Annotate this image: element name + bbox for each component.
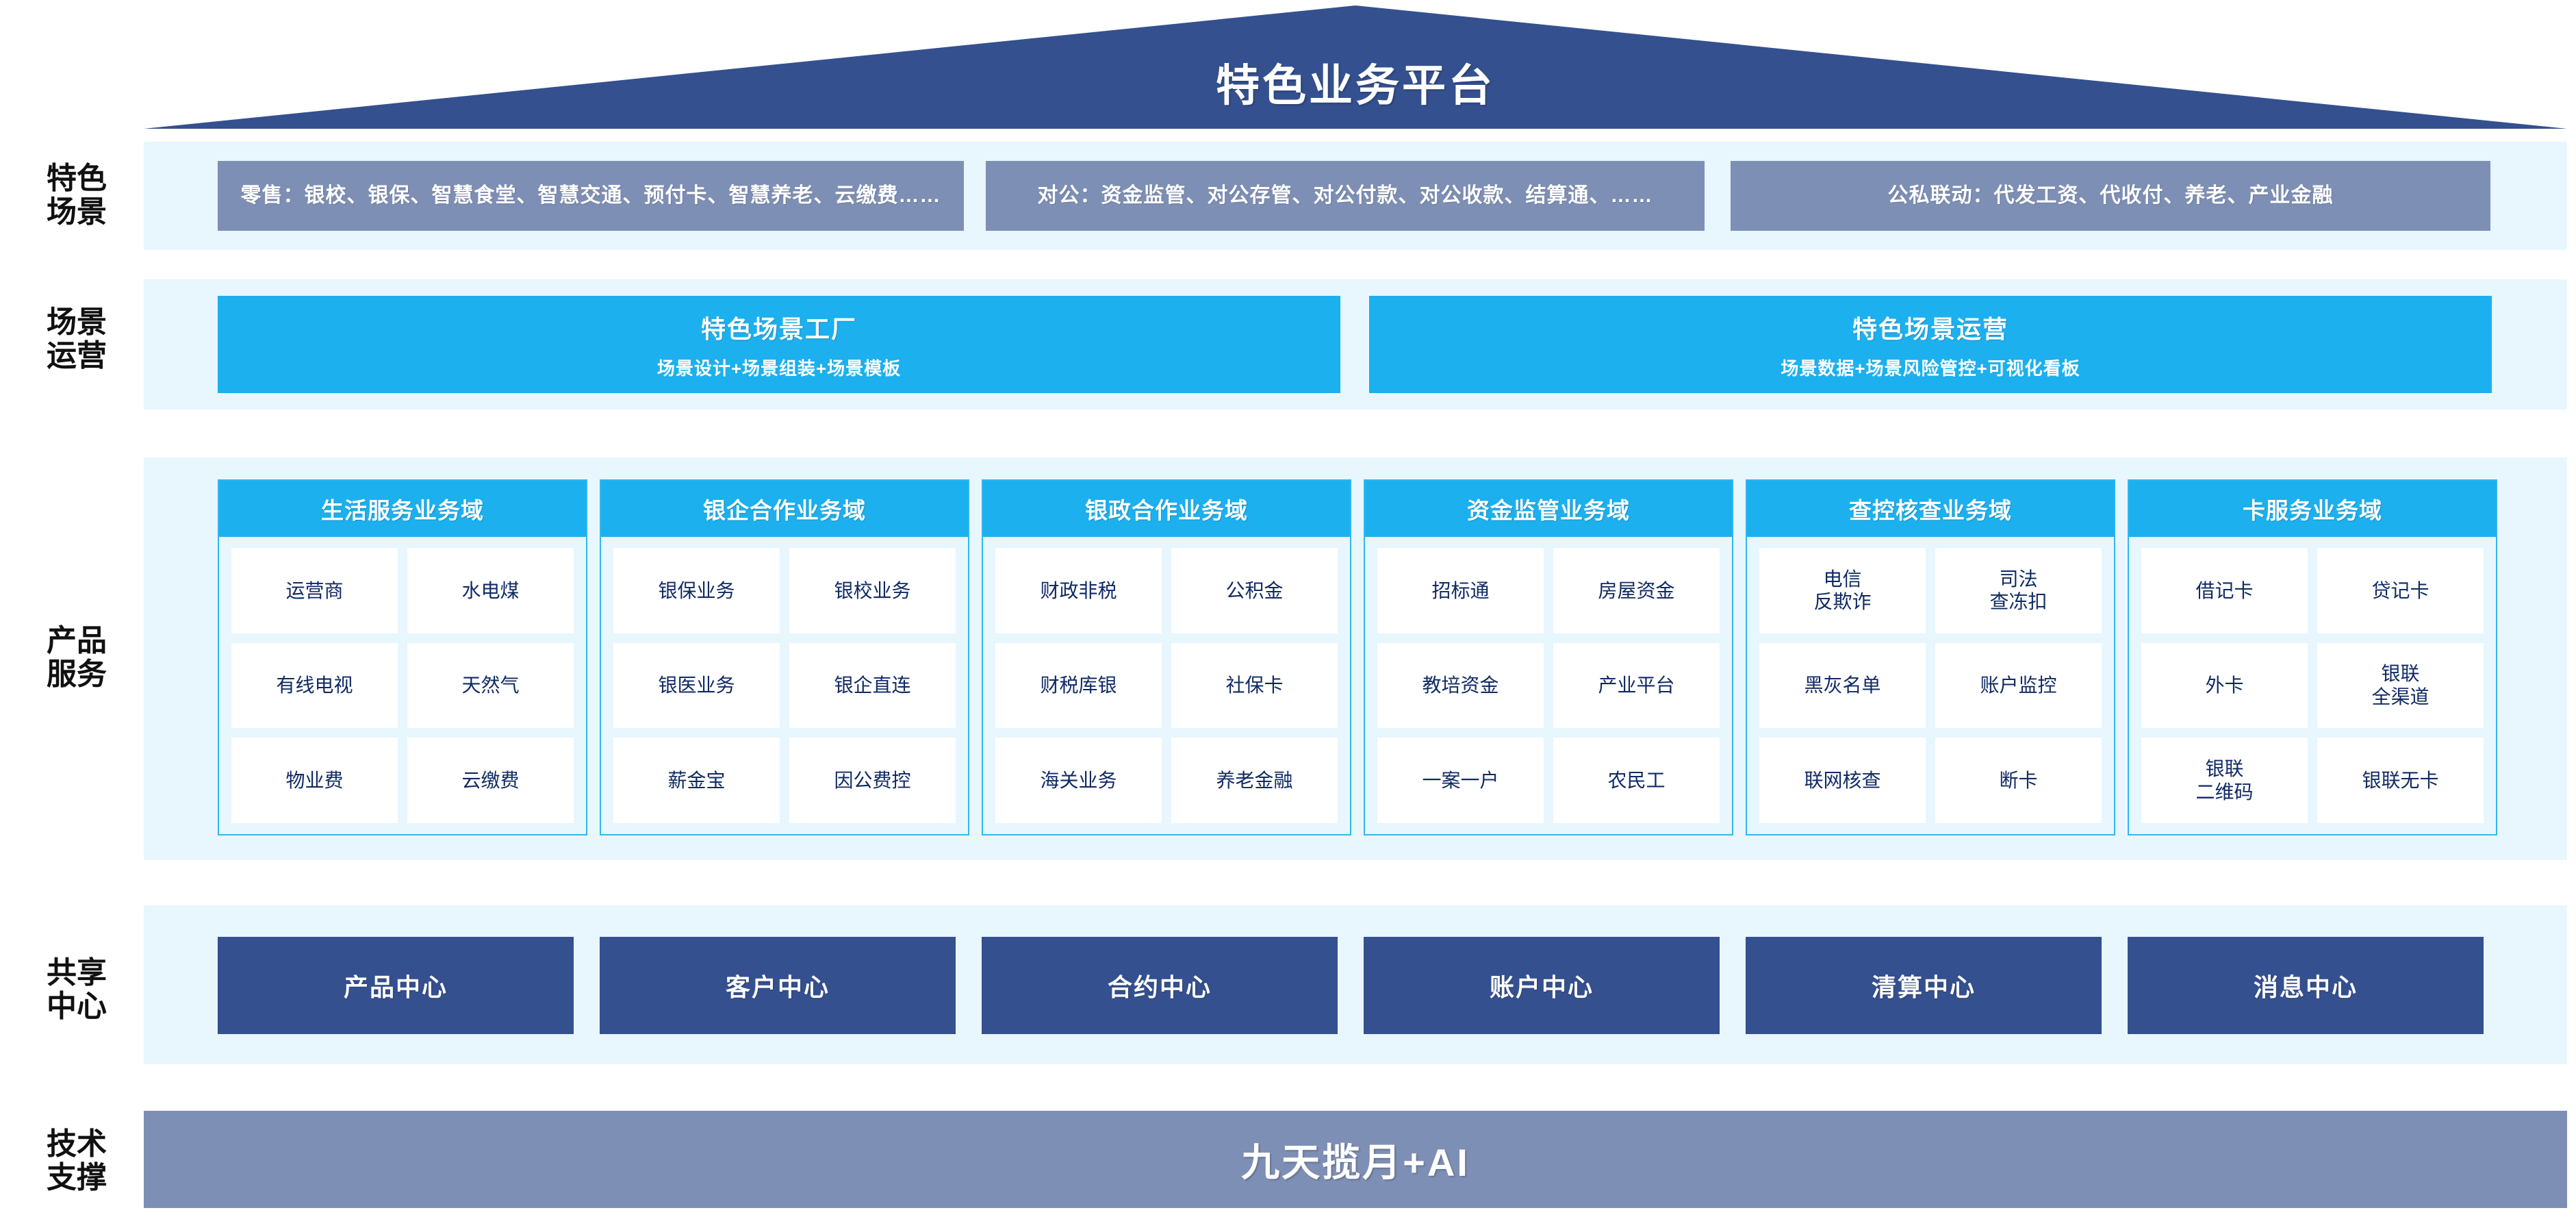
shared-center-message[interactable]: 消息中心 [2128, 937, 2484, 1034]
row-label-product-services-line2: 服务 [47, 657, 107, 691]
domain-cell[interactable]: 银联无卡 [2317, 738, 2484, 823]
domain-cell[interactable]: 产业平台 [1553, 642, 1720, 729]
domain-grid: 银保业务 银校业务 银医业务 银企直连 薪金宝 因公费控 [601, 537, 968, 834]
scene-box-retail[interactable]: 零售：银校、银保、智慧食堂、智慧交通、预付卡、智慧养老、云缴费…… [218, 161, 964, 231]
domain-cell[interactable]: 账户监控 [1935, 642, 2102, 729]
domain-cell[interactable]: 农民工 [1553, 738, 1720, 823]
domain-cell[interactable]: 养老金融 [1171, 738, 1338, 823]
domain-grid: 运营商 水电煤 有线电视 天然气 物业费 云缴费 [219, 537, 586, 834]
row-label-tech-support: 技术 支撑 [15, 1113, 138, 1209]
row-label-tech-support-line2: 支撑 [47, 1161, 107, 1194]
domain-title: 卡服务业务域 [2129, 481, 2496, 537]
domain-cell[interactable]: 银企直连 [789, 642, 956, 729]
domain-title: 资金监管业务域 [1365, 481, 1732, 537]
domain-cell[interactable]: 银校业务 [789, 548, 956, 633]
domain-cell[interactable]: 公积金 [1171, 548, 1338, 633]
domain-column-life-services[interactable]: 生活服务业务域 运营商 水电煤 有线电视 天然气 物业费 云缴费 [218, 479, 587, 835]
domain-column-bank-enterprise[interactable]: 银企合作业务域 银保业务 银校业务 银医业务 银企直连 薪金宝 因公费控 [600, 479, 969, 835]
page-title: 特色业务平台 [1216, 61, 1495, 110]
row-label-shared-centers-line1: 共享 [47, 955, 107, 990]
row-label-tech-support-line1: 技术 [47, 1127, 107, 1161]
domain-cell[interactable]: 财政非税 [995, 548, 1162, 633]
scene-factory-subtitle: 场景设计+场景组装+场景模板 [656, 357, 902, 379]
domain-cell[interactable]: 招标通 [1377, 548, 1544, 633]
domain-column-investigation-control[interactable]: 查控核查业务域 电信 反欺诈 司法 查冻扣 黑灰名单 账户监控 联网核查 断卡 [1746, 479, 2115, 835]
domain-cell[interactable]: 有线电视 [231, 642, 398, 729]
shared-center-settlement[interactable]: 清算中心 [1746, 937, 2102, 1034]
domain-column-bank-government[interactable]: 银政合作业务域 财政非税 公积金 财税库银 社保卡 海关业务 养老金融 [982, 479, 1351, 835]
domain-cell[interactable]: 外卡 [2141, 642, 2308, 729]
row-label-scene-operations-line2: 运营 [47, 339, 107, 373]
domain-cell[interactable]: 司法 查冻扣 [1935, 548, 2102, 633]
scene-box-corporate[interactable]: 对公：资金监管、对公存管、对公付款、对公收款、结算通、…… [986, 161, 1705, 231]
row-label-scenes-line1: 特色 [47, 161, 107, 195]
domain-cell[interactable]: 薪金宝 [613, 738, 780, 823]
domain-title: 查控核查业务域 [1747, 481, 2114, 537]
domain-cell[interactable]: 房屋资金 [1553, 548, 1720, 633]
scene-operation-title: 特色场景运营 [1852, 314, 2008, 343]
domain-grid: 招标通 房屋资金 教培资金 产业平台 一案一户 农民工 [1365, 537, 1732, 834]
domain-cell[interactable]: 海关业务 [995, 738, 1162, 823]
domain-cell[interactable]: 电信 反欺诈 [1759, 548, 1926, 633]
domain-column-fund-supervision[interactable]: 资金监管业务域 招标通 房屋资金 教培资金 产业平台 一案一户 农民工 [1364, 479, 1733, 835]
domain-cell[interactable]: 黑灰名单 [1759, 642, 1926, 729]
domain-cell[interactable]: 银医业务 [613, 642, 780, 729]
shared-center-customer[interactable]: 客户中心 [600, 937, 956, 1034]
domain-cell[interactable]: 一案一户 [1377, 738, 1544, 823]
domain-grid: 电信 反欺诈 司法 查冻扣 黑灰名单 账户监控 联网核查 断卡 [1747, 537, 2114, 834]
shared-center-product[interactable]: 产品中心 [218, 937, 574, 1034]
domain-title: 银政合作业务域 [983, 481, 1350, 537]
scene-box-public-private[interactable]: 公私联动：代发工资、代收付、养老、产业金融 [1731, 161, 2490, 231]
row-label-scenes: 特色 场景 [15, 147, 138, 243]
domain-grid: 财政非税 公积金 财税库银 社保卡 海关业务 养老金融 [983, 537, 1350, 834]
domain-cell[interactable]: 社保卡 [1171, 642, 1338, 729]
domain-column-card-services[interactable]: 卡服务业务域 借记卡 贷记卡 外卡 银联 全渠道 银联 二维码 银联无卡 [2128, 479, 2497, 835]
scene-operation-subtitle: 场景数据+场景风险管控+可视化看板 [1781, 357, 2080, 379]
shared-center-account[interactable]: 账户中心 [1364, 937, 1720, 1034]
domain-cell[interactable]: 天然气 [407, 642, 574, 729]
scene-factory-title: 特色场景工厂 [700, 314, 857, 343]
domain-title: 银企合作业务域 [601, 481, 968, 537]
domain-cell[interactable]: 断卡 [1935, 738, 2102, 823]
row-label-product-services-line1: 产品 [47, 623, 107, 657]
row-label-shared-centers: 共享 中心 [15, 942, 138, 1038]
domain-cell[interactable]: 教培资金 [1377, 642, 1544, 729]
domain-cell[interactable]: 银联 全渠道 [2317, 642, 2484, 729]
domain-cell[interactable]: 云缴费 [407, 738, 574, 823]
domain-cell[interactable]: 银保业务 [613, 548, 780, 633]
domain-cell[interactable]: 贷记卡 [2317, 548, 2484, 633]
domain-cell[interactable]: 财税库银 [995, 642, 1162, 729]
domain-cell[interactable]: 联网核查 [1759, 738, 1926, 823]
domain-cell[interactable]: 运营商 [231, 548, 398, 633]
shared-center-contract[interactable]: 合约中心 [982, 937, 1338, 1034]
domain-cell[interactable]: 水电煤 [407, 548, 574, 633]
row-label-scene-operations: 场景 运营 [15, 291, 138, 387]
domain-title: 生活服务业务域 [219, 481, 586, 537]
domain-cell[interactable]: 借记卡 [2141, 548, 2308, 633]
tech-support-bar[interactable]: 九天揽月+AI [144, 1111, 2567, 1208]
row-label-scene-operations-line1: 场景 [47, 305, 107, 339]
domain-cell[interactable]: 因公费控 [789, 738, 956, 823]
row-label-scenes-line2: 场景 [47, 195, 107, 229]
row-label-shared-centers-line2: 中心 [47, 990, 107, 1023]
domain-grid: 借记卡 贷记卡 外卡 银联 全渠道 银联 二维码 银联无卡 [2129, 537, 2496, 834]
scene-operation-box[interactable]: 特色场景运营 场景数据+场景风险管控+可视化看板 [1369, 296, 2492, 393]
scene-factory-box[interactable]: 特色场景工厂 场景设计+场景组装+场景模板 [218, 296, 1340, 393]
domain-cell[interactable]: 银联 二维码 [2141, 738, 2308, 823]
domain-cell[interactable]: 物业费 [231, 738, 398, 823]
row-label-product-services: 产品 服务 [15, 609, 138, 705]
